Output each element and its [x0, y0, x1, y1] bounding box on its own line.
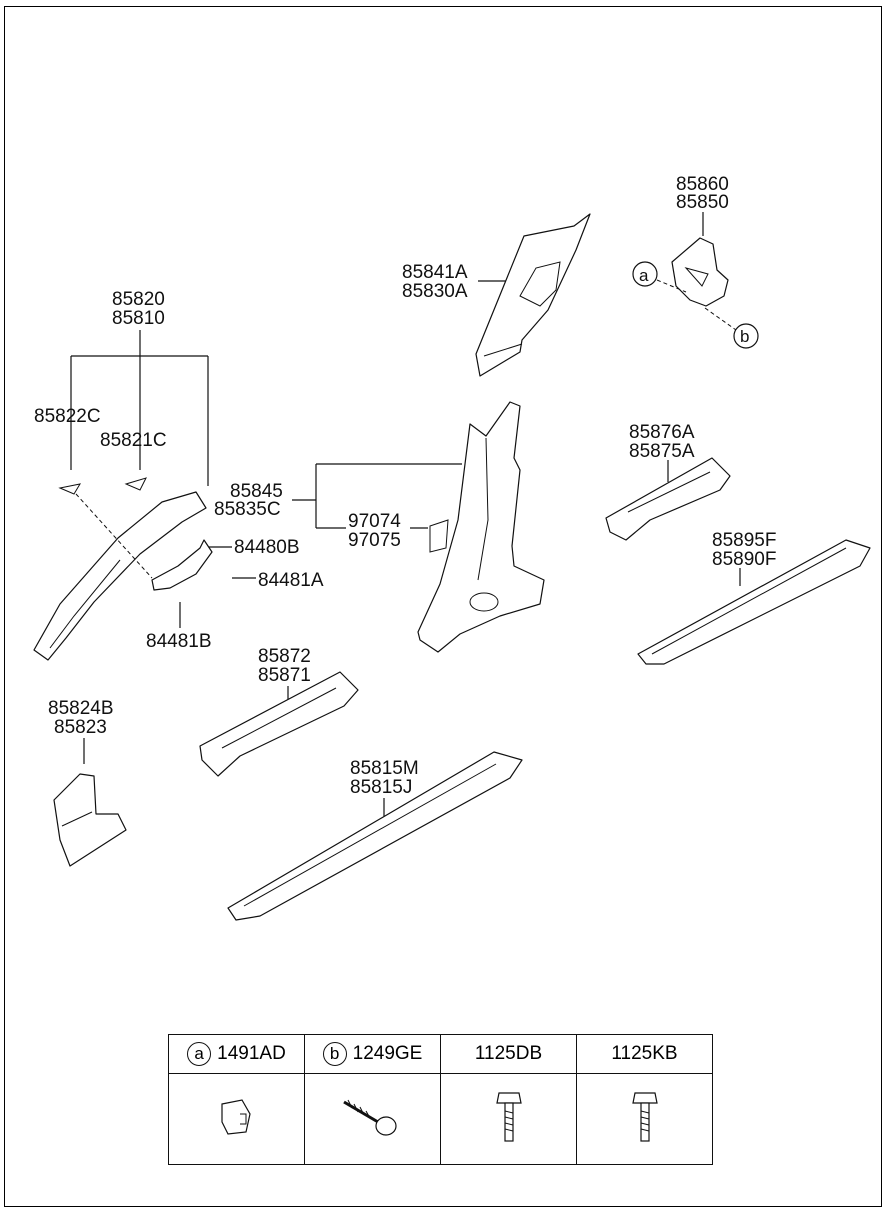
label-85872: 85872: [258, 646, 311, 667]
bolt-icon: [495, 1091, 522, 1142]
part-85860-bracket: 85860 85850 a b: [632, 174, 759, 349]
label-85871: 85871: [258, 665, 311, 686]
callout-b-label: b: [740, 327, 749, 346]
label-85845: 85845: [230, 481, 283, 502]
tapping-screw-icon: [342, 1099, 397, 1136]
legend-marker-a: a: [187, 1042, 212, 1066]
label-85815J: 85815J: [350, 777, 412, 798]
label-85815M: 85815M: [350, 758, 419, 779]
flange-bolt-icon: [631, 1091, 658, 1142]
part-85820-pillar: 85820 85810 85822C 85821C 84480B 84481A …: [33, 289, 324, 661]
label-84481A: 84481A: [258, 570, 324, 591]
legend-header-1125DB: 1125DB: [440, 1034, 577, 1074]
legend-code-1249GE: 1249GE: [352, 1043, 423, 1064]
part-85841A-trim: 85841A 85830A: [402, 213, 591, 377]
legend-code-1125DB: 1125DB: [474, 1042, 543, 1064]
label-97074: 97074: [348, 511, 401, 532]
part-85876A-scuff: 85876A 85875A: [605, 422, 731, 541]
label-85876A: 85876A: [629, 422, 695, 443]
part-85895F-scuff: 85895F 85890F: [637, 530, 871, 665]
callout-a-label: a: [639, 266, 649, 285]
label-85830A: 85830A: [402, 281, 468, 302]
label-85841A: 85841A: [402, 262, 468, 283]
label-85824B: 85824B: [48, 698, 114, 719]
label-85821C: 85821C: [100, 430, 167, 451]
drawing-frame: [4, 6, 882, 1207]
part-85815M-scuff: 85815M 85815J: [227, 751, 523, 921]
label-85810: 85810: [112, 308, 165, 329]
label-85850: 85850: [676, 192, 729, 213]
part-85845-pillar: 85845 85835C 97074 97075: [214, 401, 545, 653]
part-85872-scuff: 85872 85871: [199, 646, 359, 777]
legend-image-clip: [168, 1073, 305, 1165]
label-85875A: 85875A: [629, 441, 695, 462]
legend-code-1491AD: 1491AD: [217, 1043, 286, 1064]
legend-header-1125KB: 1125KB: [576, 1034, 713, 1074]
label-85822C: 85822C: [34, 406, 101, 427]
legend-code-1125KB: 1125KB: [611, 1042, 678, 1064]
label-85820: 85820: [112, 289, 165, 310]
legend-marker-b: b: [322, 1042, 347, 1066]
label-97075: 97075: [348, 530, 401, 551]
label-85895F: 85895F: [712, 530, 776, 551]
legend-image-bolt-1125KB: [576, 1073, 713, 1165]
clip-icon: [220, 1098, 251, 1135]
label-84480B: 84480B: [234, 537, 300, 558]
label-85823: 85823: [54, 717, 107, 738]
label-85835C: 85835C: [214, 499, 281, 520]
label-85890F: 85890F: [712, 549, 776, 570]
legend-image-screw: [304, 1073, 441, 1165]
label-84481B: 84481B: [146, 631, 212, 652]
part-85824B-panel: 85824B 85823: [48, 698, 127, 867]
legend-image-bolt-1125DB: [440, 1073, 577, 1165]
label-85860: 85860: [676, 174, 729, 195]
